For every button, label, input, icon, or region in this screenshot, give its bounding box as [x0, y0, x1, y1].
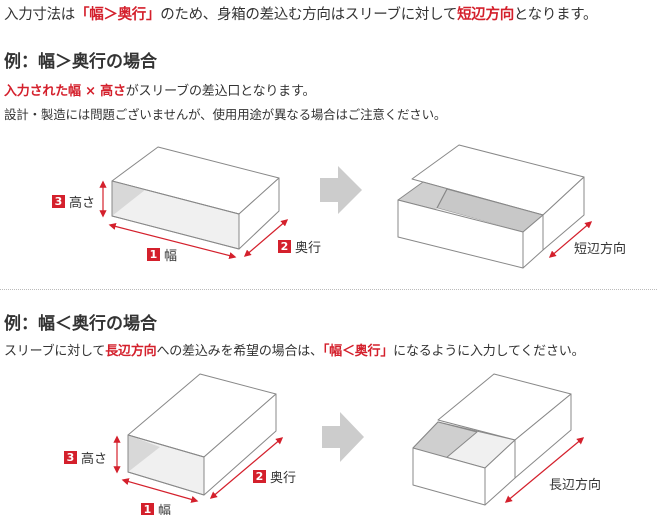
- depth-label-2: 2 奥行: [253, 467, 296, 486]
- example2-heading: 例：幅＜奥行の場合: [4, 314, 157, 334]
- intro-mid: のため、身箱の差込む方向はスリーブに対して: [160, 7, 458, 23]
- long-side-label: 長辺方向: [549, 478, 602, 493]
- depth-arrow-2: [209, 437, 284, 499]
- height-label-2: 3 高さ: [64, 448, 107, 467]
- example1-line2: 設計・製造には問題ございませんが、使用用途が異なる場合はご注意ください。: [4, 107, 447, 122]
- process-arrow-2: [322, 412, 364, 462]
- height-text: 高さ: [69, 196, 96, 211]
- width-arrow-2: [121, 478, 199, 503]
- intro-emphasis-width-gt-depth: 「幅＞奥行」: [75, 7, 161, 23]
- example2-emphasis-long-side: 長辺方向: [105, 344, 157, 359]
- example2-line-mid: への差込みを希望の場合は、: [156, 344, 323, 359]
- width-text: 幅: [158, 504, 172, 515]
- drawer-diagram-1: [397, 144, 585, 269]
- intro-post: となります。: [513, 7, 598, 23]
- example2-line-post: になるように入力してください。: [393, 344, 585, 359]
- section-divider: [0, 289, 657, 290]
- example1-line1-emphasis: 入力された幅 × 高さ: [4, 84, 126, 99]
- depth-text: 奥行: [270, 471, 297, 486]
- example2-emphasis-width-lt-depth: 「幅＜奥行」: [322, 344, 394, 359]
- depth-text: 奥行: [295, 241, 322, 256]
- process-arrow-1: [320, 166, 362, 214]
- width-arrow-1: [108, 222, 237, 260]
- example1-heading: 例：幅＞奥行の場合: [4, 52, 157, 72]
- example1-line1: 入力された幅 × 高さがスリーブの差込口となります。: [4, 80, 315, 99]
- long-side-arrow: [504, 437, 585, 503]
- badge-1: 1: [141, 503, 154, 515]
- badge-1: 1: [147, 248, 160, 261]
- drawer-diagram-2: [412, 373, 572, 506]
- example2-line-pre: スリーブに対して: [4, 344, 106, 359]
- badge-3: 3: [64, 451, 77, 464]
- sleeve-diagram-1: [111, 146, 280, 250]
- intro-emphasis-short-side: 短辺方向: [457, 7, 514, 23]
- depth-label-1: 2 奥行: [278, 237, 321, 256]
- example1-line1-text: がスリーブの差込口となります。: [125, 84, 316, 99]
- example2-line: スリーブに対して長辺方向への差込みを希望の場合は、「幅＜奥行」になるように入力し…: [4, 340, 585, 359]
- badge-3: 3: [52, 195, 65, 208]
- height-label-1: 3 高さ: [52, 192, 95, 211]
- badge-2: 2: [253, 470, 266, 483]
- short-side-arrow: [548, 221, 593, 258]
- badge-2: 2: [278, 240, 291, 253]
- depth-arrow-1: [243, 219, 289, 257]
- height-text: 高さ: [81, 452, 108, 467]
- short-side-label: 短辺方向: [574, 242, 627, 257]
- intro-pre: 入力寸法は: [4, 7, 75, 23]
- intro-text: 入力寸法は「幅＞奥行」のため、身箱の差込む方向はスリーブに対して短辺方向となりま…: [4, 3, 598, 24]
- width-text: 幅: [164, 249, 178, 264]
